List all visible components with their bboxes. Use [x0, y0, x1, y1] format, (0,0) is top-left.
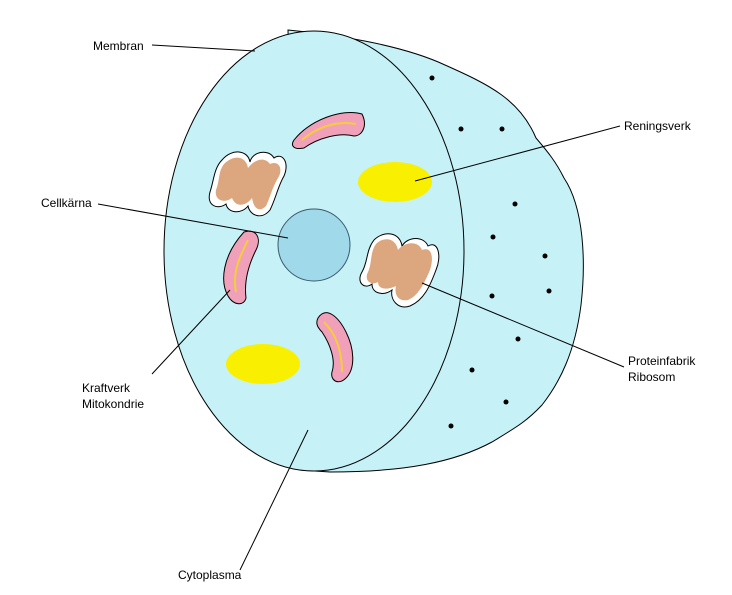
label-mitokondrie: Mitokondrie	[82, 397, 144, 411]
vacuole-bottom	[226, 344, 300, 384]
nucleus	[277, 208, 351, 282]
leader-line-kraftverk	[151, 289, 231, 375]
ribosome-dot	[490, 234, 496, 240]
ribosomes	[429, 75, 552, 429]
golgi-apparatus-left	[208, 151, 287, 217]
ribosome-dot	[515, 336, 521, 342]
leader-line-membran	[151, 44, 256, 52]
ribosome-dot	[512, 201, 518, 207]
ribosome-dot	[546, 288, 552, 294]
label-reningsverk: Reningsverk	[624, 119, 692, 133]
ribosome-dot	[429, 75, 435, 81]
label-cellkarna: Cellkärna	[41, 196, 92, 210]
label-membran: Membran	[93, 39, 144, 53]
ribosome-dot	[448, 423, 454, 429]
vacuole-top	[358, 162, 432, 202]
label-kraftverk: Kraftverk	[82, 381, 131, 395]
ribosome-dot	[489, 293, 495, 299]
leader-lines	[97, 44, 625, 571]
leader-line-proteinfabrik	[421, 282, 625, 368]
golgi-apparatus-right	[359, 233, 440, 308]
label-ribosom: Ribosom	[628, 370, 675, 384]
leader-line-cellkarna	[97, 203, 289, 239]
leader-line-reningsverk	[414, 125, 621, 182]
ribosome-dot	[542, 253, 548, 259]
label-cytoplasma: Cytoplasma	[178, 568, 242, 582]
mitochondrion-left	[223, 230, 259, 305]
leader-line-cytoplasma	[239, 429, 309, 571]
mitochondrion-top	[291, 112, 365, 149]
ribosome-dot	[469, 367, 475, 373]
label-proteinfabrik: Proteinfabrik	[628, 354, 696, 368]
ribosome-dot	[458, 126, 464, 132]
ribosome-dot	[499, 126, 505, 132]
ribosome-dot	[503, 399, 509, 405]
mitochondrion-bottom	[316, 312, 354, 383]
